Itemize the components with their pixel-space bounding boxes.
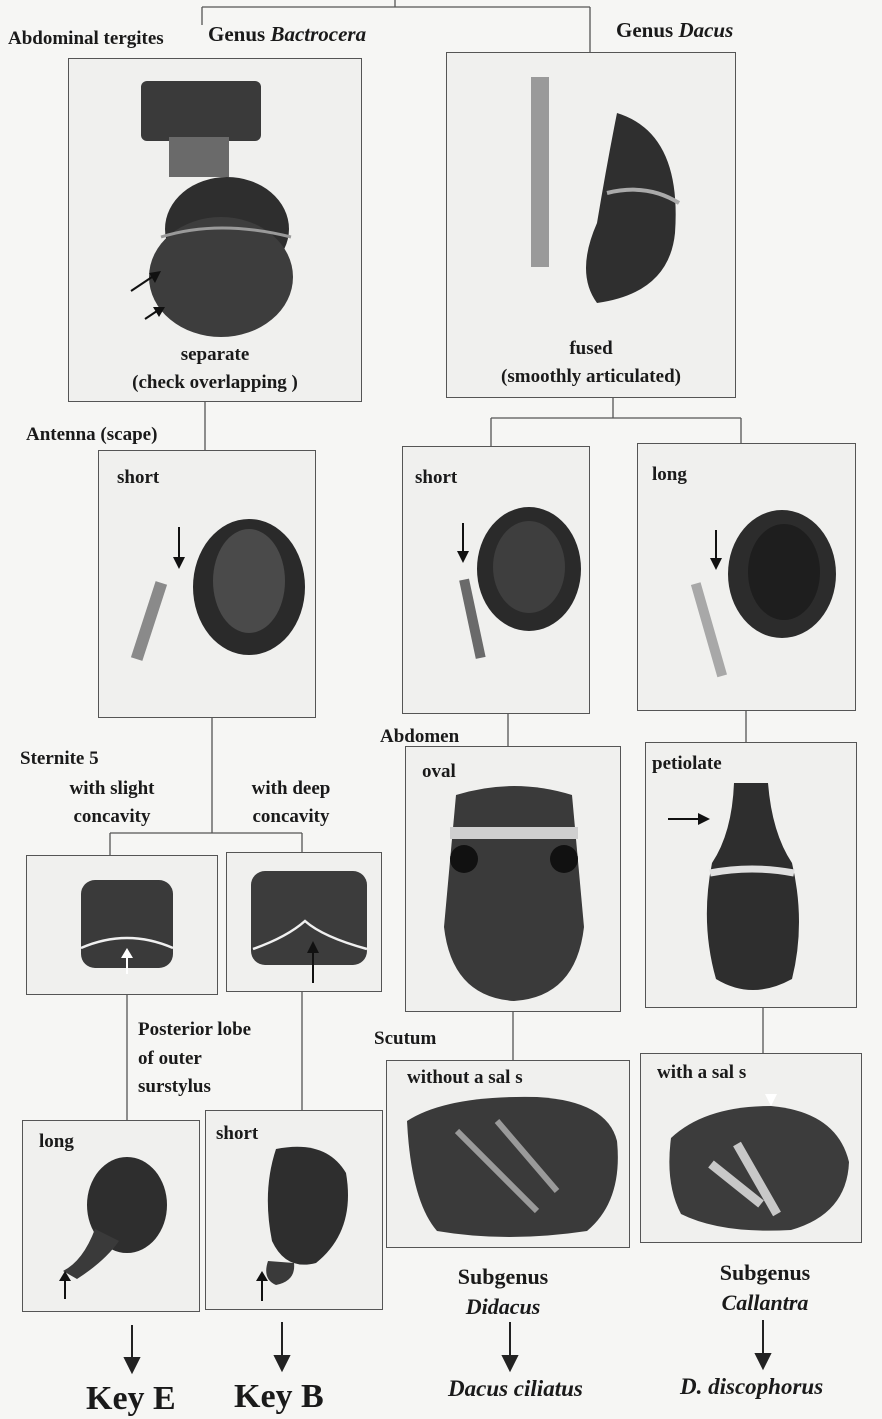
antenna-dacus-short-panel: short: [402, 446, 590, 714]
tergites-dacus-caption: fused (smoothly articulated): [447, 335, 735, 390]
head-photo: [638, 444, 856, 711]
label-line: with slight: [52, 775, 172, 803]
caption-line: fused: [447, 335, 735, 363]
genus-name: Dacus: [678, 18, 733, 42]
surstylus-short-panel: short: [205, 1110, 383, 1310]
dacus-ciliatus-label: Dacus ciliatus: [448, 1376, 583, 1402]
genus-dacus-heading: Genus Dacus: [616, 18, 733, 43]
key-e-label: Key E: [86, 1380, 176, 1418]
surstylus-photo: [23, 1121, 200, 1312]
genus-prefix: Genus: [616, 18, 673, 42]
antenna-heading: Antenna (scape): [26, 424, 157, 447]
scutum-heading: Scutum: [374, 1028, 436, 1051]
genus-bactrocera-heading: Genus Bactrocera: [208, 22, 366, 47]
tergites-bactrocera-panel: separate (check overlapping ): [68, 58, 362, 402]
caption-line: separate: [69, 341, 361, 369]
antenna-bactrocera-panel: short: [98, 450, 316, 718]
sternite-slight-label: with slight concavity: [52, 775, 172, 830]
tergites-bactrocera-caption: separate (check overlapping ): [69, 341, 361, 396]
head-photo: [403, 447, 590, 714]
label-line: with deep: [232, 775, 350, 803]
antenna-dacus-long-panel: long: [637, 443, 856, 711]
abdomen-photo: [646, 743, 857, 1008]
label-line: of outer: [138, 1045, 251, 1074]
abdomen-oval-panel: oval: [405, 746, 621, 1012]
label-line: concavity: [232, 803, 350, 831]
key-b-label: Key B: [234, 1378, 324, 1416]
sternite-photo: [27, 856, 218, 995]
sternite-photo: [227, 853, 382, 992]
caption-line: (smoothly articulated): [447, 363, 735, 391]
head-photo: [99, 451, 316, 718]
abdominal-tergites-heading: Abdominal tergites: [8, 28, 164, 51]
surstylus-heading: Posterior lobe of outer surstylus: [138, 1016, 251, 1102]
sternite-deep-panel: [226, 852, 382, 992]
label-line: Didacus: [418, 1292, 588, 1322]
label-line: Posterior lobe: [138, 1016, 251, 1045]
tergites-dacus-panel: fused (smoothly articulated): [446, 52, 736, 398]
label-line: Subgenus: [680, 1258, 850, 1288]
abdomen-photo: [406, 747, 621, 1012]
scutum-without-panel: without a sal s: [386, 1060, 630, 1248]
abdomen-petiolate-panel: petiolate: [645, 742, 857, 1008]
label-line: concavity: [52, 803, 172, 831]
d-discophorus-label: D. discophorus: [680, 1374, 823, 1400]
sternite-slight-panel: [26, 855, 218, 995]
label-line: surstylus: [138, 1073, 251, 1102]
subgenus-didacus-label: Subgenus Didacus: [418, 1262, 588, 1321]
subgenus-callantra-label: Subgenus Callantra: [680, 1258, 850, 1317]
label-line: Callantra: [680, 1288, 850, 1318]
surstylus-photo: [206, 1111, 383, 1310]
scutum-photo: [387, 1061, 630, 1248]
label-line: Subgenus: [418, 1262, 588, 1292]
genus-name: Bactrocera: [270, 22, 366, 46]
caption-line: (check overlapping ): [69, 369, 361, 397]
scutum-photo: [641, 1054, 862, 1243]
sternite-deep-label: with deep concavity: [232, 775, 350, 830]
scutum-with-panel: with a sal s: [640, 1053, 862, 1243]
genus-prefix: Genus: [208, 22, 265, 46]
sternite-heading: Sternite 5: [20, 748, 99, 771]
surstylus-long-panel: long: [22, 1120, 200, 1312]
